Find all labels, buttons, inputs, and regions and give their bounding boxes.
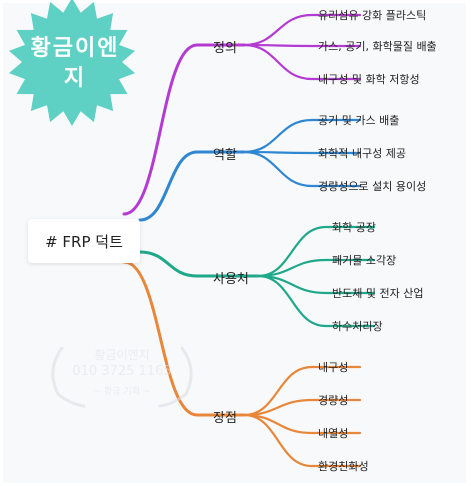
leaf-connector-0-1 (242, 43, 362, 48)
starburst-shape (9, 0, 135, 126)
leaf-connector-2-1 (256, 258, 376, 278)
leaf-advantages-1[interactable]: 내구성 (318, 361, 349, 374)
brand-line-1: 황금이엔 (30, 36, 120, 61)
leaf-connector-2-3 (256, 274, 376, 328)
leaf-connector-1-0 (242, 118, 362, 154)
leaf-usage-3[interactable]: 반도체 및 전자 산업 (332, 287, 424, 300)
brand-badge: 황금이엔 지 (0, 0, 150, 130)
leaf-connector-0-0 (242, 13, 362, 47)
brand-badge-text: 황금이엔 지 (0, 34, 150, 94)
branch-usage[interactable]: 사용처 (213, 272, 249, 287)
branch-advantages[interactable]: 장점 (213, 411, 237, 426)
watermark: 황금이엔지 010 3725 1165 ~ 황금 기획 ~ (44, 340, 200, 410)
leaf-role-3[interactable]: 경량성으로 설치 용이성 (318, 180, 427, 193)
leaf-usage-2[interactable]: 폐기물 소각장 (332, 254, 397, 267)
branch-connector-3 (122, 260, 246, 417)
branch-role[interactable]: 역할 (213, 148, 237, 163)
root-node[interactable]: # FRP 덕트 (28, 219, 140, 263)
leaf-role-2[interactable]: 화학적 내구성 제공 (318, 147, 406, 160)
leaf-connector-1-1 (242, 150, 362, 155)
leaf-advantages-2[interactable]: 경량성 (318, 394, 349, 407)
leaf-connector-2-2 (256, 274, 376, 295)
leaf-connector-3-2 (242, 413, 362, 435)
branch-connector-1 (138, 150, 246, 222)
leaf-definition-2[interactable]: 가스, 공기, 화학물질 배출 (318, 40, 437, 53)
leaf-usage-1[interactable]: 화학 공장 (332, 221, 376, 234)
leaf-connector-3-0 (242, 365, 362, 417)
laurel-icon (51, 346, 193, 408)
leaf-connector-1-2 (242, 150, 362, 188)
branch-definition[interactable]: 정의 (213, 41, 237, 56)
starburst-polygon (9, 0, 135, 126)
branch-connector-2 (138, 250, 260, 278)
leaf-connector-2-0 (256, 225, 376, 278)
leaf-advantages-4[interactable]: 환경친화성 (318, 460, 369, 473)
root-node-label: # FRP 덕트 (45, 232, 123, 251)
branch-connector-0 (122, 43, 246, 216)
leaf-advantages-3[interactable]: 내열성 (318, 427, 349, 440)
leaf-connector-0-2 (242, 43, 362, 81)
watermark-name: 황금이엔지 (94, 348, 150, 362)
watermark-tagline: ~ 황금 기획 ~ (93, 387, 151, 397)
leaf-connector-3-3 (242, 413, 362, 468)
leaf-connector-3-1 (242, 398, 362, 417)
leaf-definition-1[interactable]: 유리섬유 강화 플라스틱 (318, 9, 427, 22)
watermark-phone: 010 3725 1165 (72, 364, 172, 379)
leaf-role-1[interactable]: 공기 및 가스 배출 (318, 114, 400, 127)
leaf-definition-3[interactable]: 내구성 및 화학 저항성 (318, 73, 420, 86)
brand-line-2: 지 (63, 66, 87, 91)
leaf-usage-4[interactable]: 하수처리장 (332, 320, 383, 333)
